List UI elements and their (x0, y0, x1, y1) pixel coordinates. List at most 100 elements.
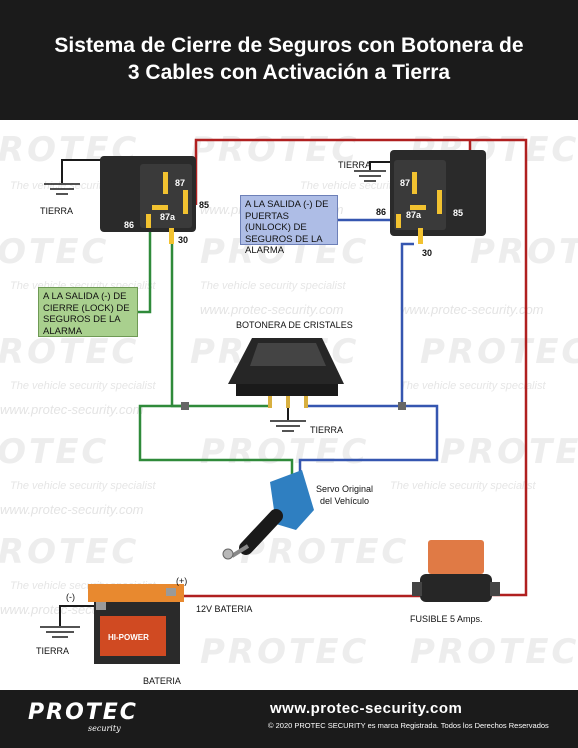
battery-minus-label: (-) (66, 592, 75, 602)
watermark-url: www.protec-security.com (0, 402, 144, 417)
watermark-logo: PROTEC (190, 130, 360, 170)
switch-label: BOTONERA DE CRISTALES (236, 320, 353, 330)
watermark-tagline: The vehicle security specialist (390, 480, 536, 492)
battery-terminal-positive (166, 588, 176, 596)
relay-terminal (163, 172, 168, 194)
fuse-body (420, 574, 492, 602)
battery-voltage-label: 12V BATERIA (196, 604, 252, 614)
left-relay-ground-wire (61, 159, 118, 183)
pin-86-label: 86 (376, 207, 386, 217)
blue-wire-switch-right (305, 242, 414, 408)
battery-terminal-negative (96, 602, 106, 610)
switch-pin (286, 396, 290, 408)
blue-wire-servo (298, 404, 439, 480)
fuse-cap (428, 540, 484, 574)
watermark-logo: PROTEC (200, 632, 370, 672)
lock-output-note: A LA SALIDA (-) DE CIERRE (LOCK) DE SEGU… (38, 287, 138, 337)
watermark-logo: PROTEC (0, 532, 140, 572)
junction-marker (181, 402, 189, 410)
relay-terminal (418, 228, 423, 244)
lock-wires (138, 226, 294, 480)
watermark-logo: PROTEC (0, 332, 140, 372)
watermark-logo: PROTEC (410, 632, 578, 672)
pin-87a-label: 87a (406, 210, 422, 220)
watermark-logo: PROTEC (470, 232, 578, 272)
ground-symbol-icon (40, 626, 80, 638)
relay-terminal (412, 172, 417, 194)
green-wire-alarm-lock (138, 226, 152, 314)
pin-85-label: 85 (453, 208, 463, 218)
servo-label-line-2: del Vehículo (320, 496, 369, 506)
pin-86-label: 86 (124, 220, 134, 230)
ground-symbol-icon (354, 170, 386, 182)
relay-terminal (396, 214, 401, 228)
fuse-holder (412, 540, 500, 602)
fuse-clip (490, 582, 500, 596)
left-relay-ground-label: TIERRA (40, 206, 73, 216)
footer-logo-sub: security (88, 724, 121, 733)
watermark-tagline: The vehicle security specialist (200, 280, 346, 292)
battery-label: BATERIA (143, 676, 181, 686)
left-relay: 87 87a 85 86 30 (100, 156, 209, 245)
header-bar (0, 0, 578, 120)
watermark-url: www.protec-security.com (0, 502, 144, 517)
relay-terminal (437, 190, 442, 214)
pin-87-label: 87 (400, 178, 410, 188)
ground-symbol-icon (44, 183, 80, 195)
servo-bellows (239, 509, 283, 555)
battery: HI-POWER (88, 584, 184, 664)
watermark-logo: PROTEC (200, 432, 370, 472)
relay-terminal (410, 205, 426, 210)
green-wire-servo (138, 404, 294, 480)
watermark-url: www.protec-security.com (200, 302, 344, 317)
watermark-logo: PROTEC (420, 332, 578, 372)
relay-face (140, 164, 192, 228)
right-relay: 87 87a 85 86 30 (376, 150, 486, 258)
servo-rod (230, 544, 250, 558)
ground-wires (59, 159, 414, 626)
watermark-url: www.protec-security.com (400, 302, 544, 317)
unlock-output-note: A LA SALIDA (-) DE PUERTAS (UNLOCK) DE S… (240, 195, 338, 256)
watermark-tagline: The vehicle security specialist (400, 380, 546, 392)
pin-30-label: 30 (422, 248, 432, 258)
battery-label-panel (100, 616, 166, 656)
watermark-logo: PROTEC (0, 232, 110, 272)
footer-logo: PROTEC (28, 700, 138, 725)
servo-actuator (222, 470, 314, 560)
switch-base (236, 384, 338, 396)
switch-pin (304, 396, 308, 408)
pin-30-label: 30 (178, 235, 188, 245)
window-switch: BOTONERA DE CRISTALES (228, 320, 353, 408)
battery-ground-wire (59, 605, 97, 626)
watermark-tagline: The vehicle security specialist (10, 380, 156, 392)
relay-terminal (169, 228, 174, 244)
pin-87a-label: 87a (160, 212, 176, 222)
fuse-clip (412, 582, 422, 596)
title-line-2: 3 Cables con Activación a Tierra (127, 61, 451, 84)
relay-terminal (183, 190, 188, 214)
watermark-logo: PROTEC (0, 432, 110, 472)
watermark-logo: PROTEC (240, 532, 410, 572)
relay-face (394, 160, 446, 230)
pin-87-label: 87 (175, 178, 185, 188)
switch-rocker (250, 343, 326, 366)
junction-marker (398, 402, 406, 410)
diagram-title: Sistema de Cierre de Seguros con Botoner… (0, 32, 578, 86)
relay-terminal (152, 205, 168, 210)
servo-eyelet (222, 548, 234, 560)
watermark-tagline: The vehicle security specialist (10, 480, 156, 492)
switch-pin (268, 396, 272, 408)
footer-bar (0, 690, 578, 748)
ground-symbol-icon (270, 420, 306, 432)
relay-terminal (146, 214, 151, 228)
footer-copyright: © 2020 PROTEC SECURITY es marca Registra… (268, 721, 549, 730)
footer-url[interactable]: www.protec-security.com (270, 700, 463, 717)
title-line-1: Sistema de Cierre de Seguros con Botoner… (54, 34, 524, 57)
right-relay-ground-label: TIERRA (338, 160, 371, 170)
fuse-label: FUSIBLE 5 Amps. (410, 614, 483, 624)
battery-brand: HI-POWER (108, 633, 149, 642)
servo-label-line-1: Servo Original (316, 484, 373, 494)
battery-top (88, 584, 184, 602)
battery-ground-label: TIERRA (36, 646, 69, 656)
